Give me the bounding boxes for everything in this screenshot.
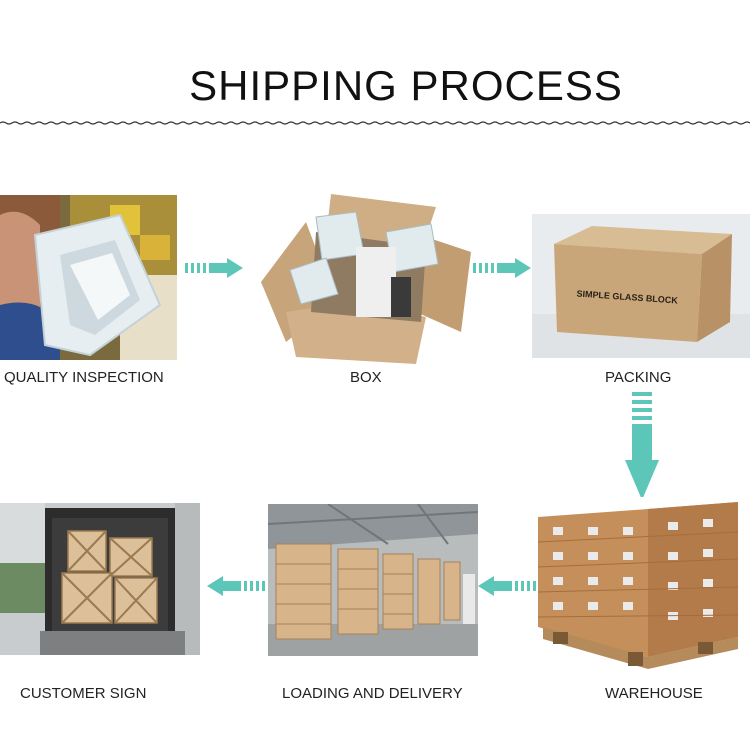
quality-inspection-photo [0, 195, 177, 360]
customer-sign-photo [0, 503, 200, 655]
step-label-quality-inspection: QUALITY INSPECTION [4, 369, 164, 386]
arrow-right-icon [473, 258, 531, 278]
step-label-customer-sign: CUSTOMER SIGN [20, 685, 147, 702]
box-photo [256, 192, 474, 367]
arrow-left-icon [207, 576, 265, 596]
step-label-warehouse: WAREHOUSE [605, 685, 703, 702]
arrow-left-icon [478, 576, 536, 596]
arrow-right-icon [185, 258, 243, 278]
packing-photo: SIMPLE GLASS BLOCK [532, 214, 750, 358]
arrow-down-icon [625, 392, 659, 500]
title-underline [0, 121, 750, 125]
warehouse-photo [538, 497, 738, 669]
step-label-packing: PACKING [605, 369, 672, 386]
page-title: SHIPPING PROCESS [189, 62, 623, 109]
step-label-loading-delivery: LOADING AND DELIVERY [282, 685, 463, 702]
step-label-box: BOX [350, 369, 382, 386]
loading-delivery-photo [268, 504, 478, 656]
